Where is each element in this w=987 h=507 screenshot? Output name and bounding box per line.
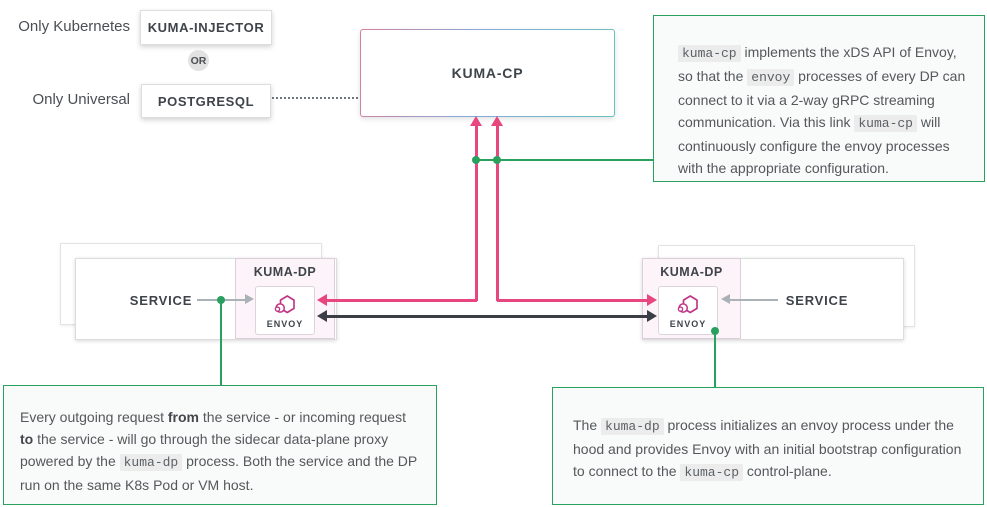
xds-arrow-right-horizontal [497, 299, 648, 302]
envoy-label-right: ENVOY [669, 318, 707, 329]
postgres-to-cp-dotted-connector [272, 97, 358, 99]
only-kubernetes-label: Only Kubernetes [18, 18, 130, 35]
service-label-left: SERVICE [129, 293, 193, 308]
annotation-xds-api: kuma-cp implements the xDS API of Envoy,… [653, 15, 985, 182]
kuma-dp-label-right: KUMA-DP [660, 265, 723, 279]
arrow-left-icon [721, 294, 730, 304]
envoy-label-left: ENVOY [266, 318, 304, 329]
xds-arrow-left-horizontal [325, 299, 477, 302]
junction-dot [472, 156, 480, 164]
junction-dot [217, 296, 225, 304]
annotation-connector-left [220, 300, 222, 385]
envoy-icon [677, 294, 698, 313]
arrow-right-icon [647, 310, 657, 322]
annotation-connector-top [477, 159, 653, 161]
kuma-cp-node: KUMA-CP [360, 29, 615, 117]
annotation-bootstrap: The kuma-dp process initializes an envoy… [552, 387, 984, 505]
only-universal-label: Only Universal [32, 91, 130, 108]
postgresql-node: POSTGRESQL [141, 84, 271, 118]
annotation-connector-right [714, 331, 716, 387]
service-label-right: SERVICE [785, 293, 849, 308]
kuma-cp-label: KUMA-CP [361, 30, 614, 116]
xds-arrow-left-vertical [475, 121, 478, 301]
or-badge: OR [188, 50, 209, 71]
postgresql-label: POSTGRESQL [157, 93, 255, 109]
xds-arrow-right-vertical [496, 121, 499, 301]
envoy-box-right: ENVOY [658, 286, 718, 335]
junction-dot [493, 156, 501, 164]
arrow-up-icon [491, 116, 503, 126]
envoy-icon [274, 294, 295, 313]
arrow-left-icon [317, 310, 327, 322]
kuma-injector-label: KUMA-INJECTOR [147, 20, 265, 35]
annotation-sidecar-proxy: Every outgoing request from the service … [3, 385, 437, 505]
envoy-box-left: ENVOY [255, 286, 315, 335]
arrow-right-icon [647, 294, 657, 306]
kuma-injector-node: KUMA-INJECTOR [140, 10, 272, 45]
envoy-traffic-arrow [326, 315, 648, 318]
or-label: OR [190, 54, 207, 67]
arrow-left-icon [317, 294, 327, 306]
service-to-envoy-arrow-right [730, 299, 778, 301]
kuma-dp-label-left: KUMA-DP [253, 265, 317, 279]
junction-dot [711, 327, 719, 335]
arrow-up-icon [470, 116, 482, 126]
arrow-right-icon [245, 294, 254, 304]
